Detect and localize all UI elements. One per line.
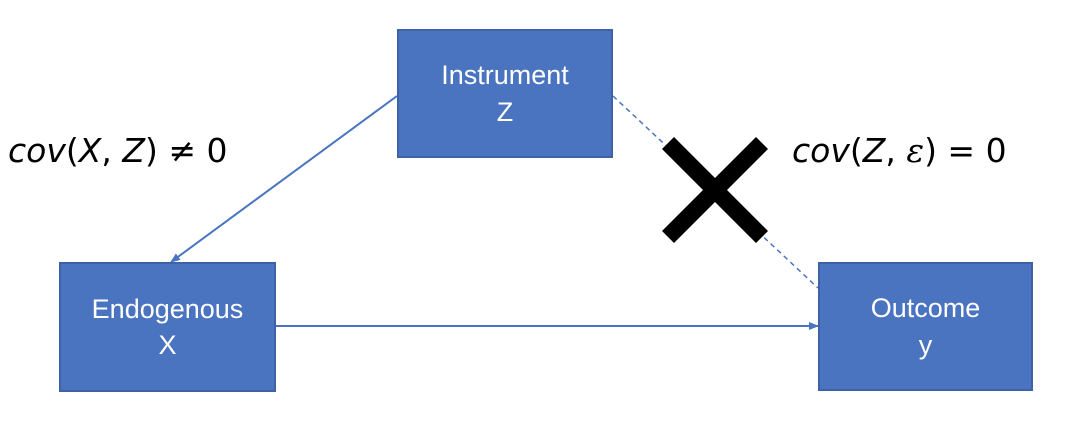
node-instrument: Instrument Z bbox=[397, 29, 613, 158]
formula-paren-close: ) bbox=[924, 131, 937, 170]
node-instrument-label: Instrument bbox=[441, 60, 569, 91]
node-endogenous: Endogenous X bbox=[59, 262, 276, 392]
formula-function: cov bbox=[8, 131, 66, 170]
node-outcome-symbol: y bbox=[918, 329, 933, 360]
node-endogenous-label: Endogenous bbox=[91, 293, 244, 324]
formula-relation: = bbox=[936, 131, 986, 170]
formula-relation: ≠ bbox=[157, 131, 207, 170]
formula-separator: , bbox=[885, 131, 907, 170]
formula-rhs: 0 bbox=[985, 131, 1007, 170]
formula-cov-x-z: cov(X, Z) ≠ 0 bbox=[8, 131, 227, 170]
formula-paren-close: ) bbox=[144, 131, 158, 170]
formula-arg-1: Z bbox=[862, 131, 886, 170]
edge-instrument-to-endogenous bbox=[170, 95, 398, 263]
formula-paren-open: ( bbox=[849, 131, 863, 170]
formula-paren-open: ( bbox=[65, 131, 79, 170]
formula-rhs: 0 bbox=[206, 131, 228, 170]
node-endogenous-symbol: X bbox=[158, 330, 177, 360]
formula-cov-z-epsilon: cov(Z, ε) = 0 bbox=[792, 131, 1007, 170]
formula-arg-2: ε bbox=[906, 131, 925, 170]
node-instrument-symbol: Z bbox=[496, 96, 514, 127]
node-outcome-label: Outcome bbox=[870, 293, 981, 324]
edge-instrument-to-outcome-dashed bbox=[612, 95, 819, 289]
cross-out-icon bbox=[661, 136, 769, 244]
formula-separator: , bbox=[101, 131, 123, 170]
formula-arg-1: X bbox=[78, 131, 102, 170]
node-outcome: Outcome y bbox=[818, 262, 1033, 391]
formula-arg-2: Z bbox=[122, 131, 145, 170]
formula-function: cov bbox=[792, 131, 850, 170]
